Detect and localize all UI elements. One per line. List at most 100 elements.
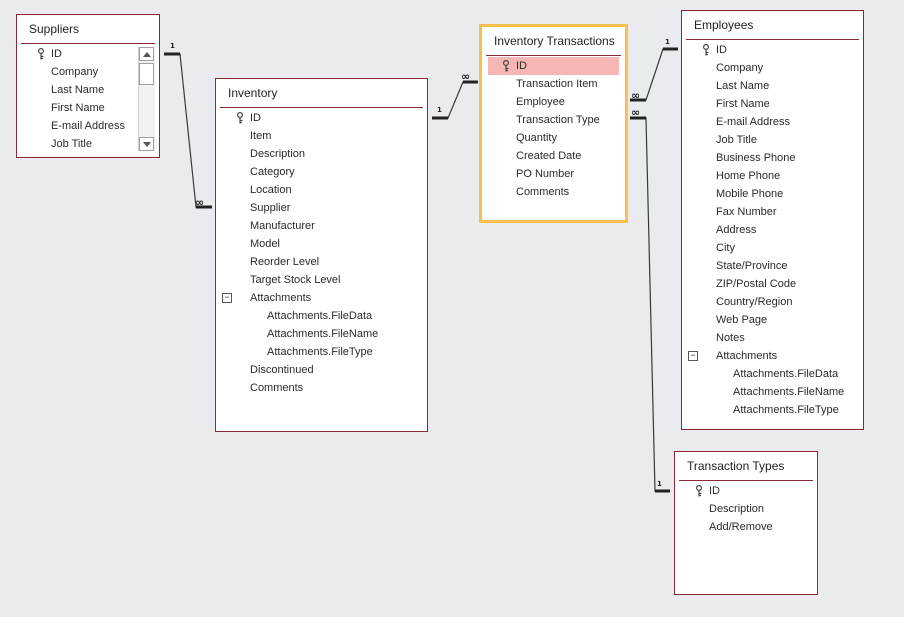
- field-label: Quantity: [516, 132, 557, 144]
- field-row[interactable]: Description: [675, 500, 817, 518]
- field-row[interactable]: Company: [17, 63, 159, 81]
- key-icon: [502, 59, 510, 72]
- field-row[interactable]: − Attachments: [216, 289, 427, 307]
- chevron-down-icon: [143, 142, 151, 147]
- vertical-scrollbar[interactable]: [138, 47, 155, 151]
- field-row[interactable]: Web Page: [682, 311, 863, 329]
- key-icon: [37, 47, 45, 60]
- title-divider: [220, 107, 423, 108]
- field-label: Attachments.FileType: [733, 404, 839, 416]
- field-label: Web Page: [716, 314, 768, 326]
- field-row[interactable]: Created Date: [482, 147, 625, 165]
- field-row[interactable]: E-mail Address: [17, 117, 159, 135]
- field-row[interactable]: Fax Number: [682, 203, 863, 221]
- field-row[interactable]: Target Stock Level: [216, 271, 427, 289]
- scroll-up-button[interactable]: [139, 47, 154, 61]
- field-label: Attachments.FileData: [267, 310, 373, 322]
- field-row[interactable]: Attachments.FileType: [682, 401, 863, 419]
- collapse-minus-icon[interactable]: −: [222, 293, 232, 303]
- field-row[interactable]: Manufacturer: [216, 217, 427, 235]
- field-label: Mobile Phone: [716, 188, 784, 200]
- field-label: Last Name: [716, 80, 770, 92]
- field-row[interactable]: Notes: [682, 329, 863, 347]
- field-row[interactable]: Attachments.FileName: [216, 325, 427, 343]
- field-row[interactable]: Address: [682, 221, 863, 239]
- title-divider: [679, 480, 813, 481]
- field-row[interactable]: City: [682, 239, 863, 257]
- table-title: Employees: [694, 18, 754, 32]
- field-row[interactable]: E-mail Address: [682, 113, 863, 131]
- field-row[interactable]: Supplier: [216, 199, 427, 217]
- title-divider: [21, 43, 155, 44]
- field-row[interactable]: Model: [216, 235, 427, 253]
- field-row[interactable]: Attachments.FileType: [216, 343, 427, 361]
- field-row[interactable]: ID: [682, 41, 863, 59]
- field-row[interactable]: Category: [216, 163, 427, 181]
- key-icon: [695, 484, 703, 497]
- field-label: Attachments.FileName: [733, 386, 845, 398]
- field-row[interactable]: Mobile Phone: [682, 185, 863, 203]
- cardinality-one: 1: [665, 38, 670, 46]
- field-row[interactable]: ID: [488, 57, 619, 75]
- field-label: Last Name: [51, 84, 105, 96]
- field-row[interactable]: Last Name: [682, 77, 863, 95]
- field-row[interactable]: Item: [216, 127, 427, 145]
- field-row[interactable]: Country/Region: [682, 293, 863, 311]
- field-row[interactable]: Location: [216, 181, 427, 199]
- field-label: Job Title: [716, 134, 757, 146]
- field-row[interactable]: Job Title: [17, 135, 159, 153]
- field-row[interactable]: Transaction Type: [482, 111, 625, 129]
- field-label: Business Phone: [716, 152, 796, 164]
- field-row[interactable]: State/Province: [682, 257, 863, 275]
- field-label: ID: [51, 48, 62, 60]
- field-label: Supplier: [250, 202, 291, 214]
- field-label: Attachments: [250, 292, 312, 304]
- field-row[interactable]: Attachments.FileName: [682, 383, 863, 401]
- field-label: E-mail Address: [51, 120, 125, 132]
- field-row[interactable]: Discontinued: [216, 361, 427, 379]
- field-row[interactable]: Description: [216, 145, 427, 163]
- field-row[interactable]: Quantity: [482, 129, 625, 147]
- field-row[interactable]: Comments: [482, 183, 625, 201]
- field-row[interactable]: Add/Remove: [675, 518, 817, 536]
- field-label: Description: [709, 503, 765, 515]
- field-label: Company: [51, 66, 99, 78]
- cardinality-one: 1: [170, 42, 175, 50]
- field-row[interactable]: Transaction Item: [482, 75, 625, 93]
- field-label: First Name: [716, 98, 770, 110]
- field-row[interactable]: Company: [682, 59, 863, 77]
- field-row[interactable]: Last Name: [17, 81, 159, 99]
- field-label: Job Title: [51, 138, 92, 150]
- field-label: ID: [250, 112, 261, 124]
- scroll-thumb[interactable]: [139, 63, 154, 85]
- title-divider: [486, 55, 621, 56]
- field-row[interactable]: First Name: [17, 99, 159, 117]
- field-row[interactable]: Employee: [482, 93, 625, 111]
- field-row[interactable]: ID: [675, 482, 817, 500]
- field-label: Attachments.FileName: [267, 328, 379, 340]
- field-row[interactable]: Attachments.FileData: [216, 307, 427, 325]
- field-row[interactable]: PO Number: [482, 165, 625, 183]
- field-row[interactable]: ID: [17, 45, 159, 63]
- field-row[interactable]: Business Phone: [682, 149, 863, 167]
- field-row[interactable]: Home Phone: [682, 167, 863, 185]
- field-row[interactable]: Reorder Level: [216, 253, 427, 271]
- collapse-minus-icon[interactable]: −: [688, 351, 698, 361]
- field-row[interactable]: First Name: [682, 95, 863, 113]
- field-row[interactable]: Job Title: [682, 131, 863, 149]
- field-row[interactable]: Comments: [216, 379, 427, 397]
- field-row[interactable]: Attachments.FileData: [682, 365, 863, 383]
- field-row[interactable]: ZIP/Postal Code: [682, 275, 863, 293]
- field-row[interactable]: −Attachments: [682, 347, 863, 365]
- field-label: Description: [250, 148, 306, 160]
- scroll-down-button[interactable]: [139, 137, 154, 151]
- field-label: E-mail Address: [716, 116, 790, 128]
- field-row[interactable]: ID: [216, 109, 427, 127]
- field-label: ID: [516, 60, 527, 72]
